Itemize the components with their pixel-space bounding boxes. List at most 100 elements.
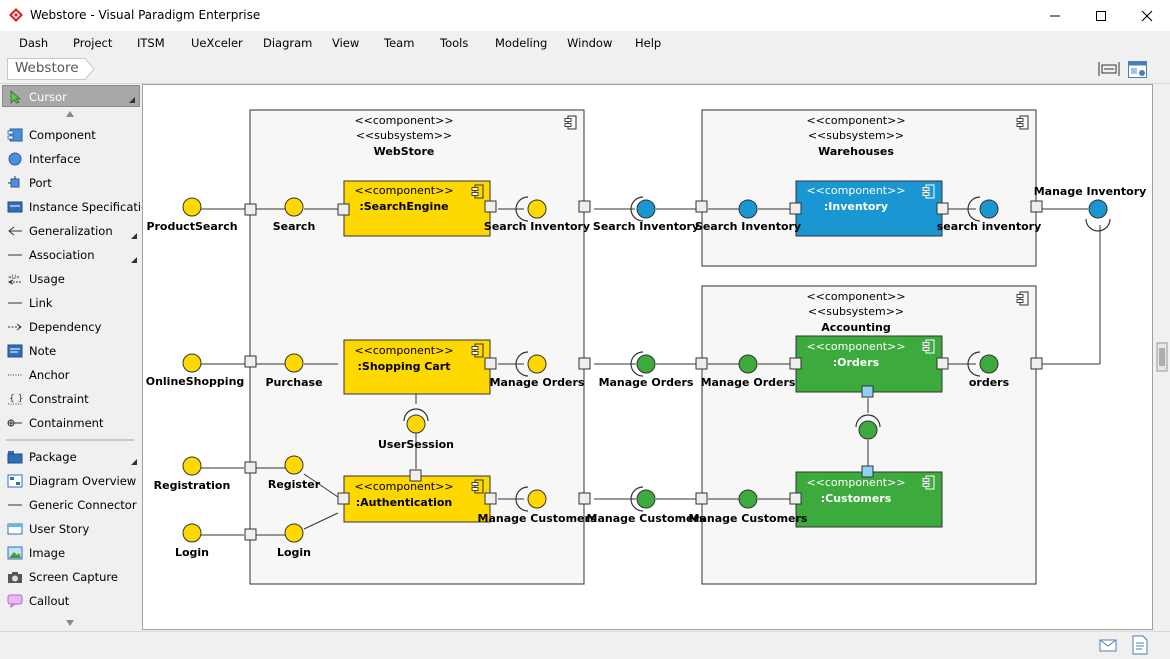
palette-image[interactable]: Image [0,542,141,564]
interface-ball-search[interactable] [284,197,304,217]
diagram-canvas[interactable]: <<component>> <<subsystem>> WebStore <<c… [142,84,1153,630]
menu-view[interactable]: View [332,36,360,50]
palette-instance-specification[interactable]: Instance Specification [0,196,155,218]
port[interactable] [861,385,874,398]
palette-screen-capture[interactable]: Screen Capture [0,566,141,588]
port[interactable] [695,492,708,505]
interface-ball-registration[interactable] [182,456,202,476]
component-inventory[interactable]: <<component>> :Inventory [795,180,943,237]
palette-note[interactable]: Note [0,340,141,362]
palette-diagram-overview[interactable]: Diagram Overview [0,470,141,492]
port[interactable] [578,357,591,370]
expand-triangle-icon[interactable] [129,97,135,103]
interface-ball-manage-inventory[interactable] [1088,199,1108,219]
port[interactable] [409,469,422,482]
interface-ball-search-inventory-outer[interactable] [636,199,656,219]
expand-triangle-icon[interactable] [131,257,137,263]
palette-generic-connector[interactable]: Generic Connector [0,494,141,516]
interface-ball-search-inventory[interactable] [527,199,547,219]
menu-dash[interactable]: Dash [19,36,49,50]
port[interactable] [244,355,257,368]
document-icon[interactable] [1132,635,1148,655]
port[interactable] [484,492,497,505]
interface-ball-manage-orders-accounting[interactable] [738,354,758,374]
palette-usage[interactable]: «U» Usage [0,268,141,290]
mail-icon[interactable] [1099,639,1117,653]
palette-callout[interactable]: Callout [0,590,141,612]
port[interactable] [936,202,949,215]
component-searchengine[interactable]: <<component>> :SearchEngine [343,180,491,237]
port[interactable] [337,492,350,505]
interface-ball-manage-customers-outer[interactable] [636,489,656,509]
port[interactable] [484,357,497,370]
palette-association[interactable]: Association [0,244,141,266]
port[interactable] [789,492,802,505]
palette-constraint[interactable]: { } Constraint [0,388,141,410]
interface-ball-manage-customers[interactable] [527,489,547,509]
scroll-up-icon[interactable] [65,110,75,118]
expand-triangle-icon[interactable] [131,459,137,465]
port[interactable] [578,200,591,213]
palette-package[interactable]: Package [0,446,141,468]
component-orders[interactable]: <<component>> :Orders [795,335,943,393]
interface-ball-manage-orders[interactable] [527,354,547,374]
menu-window[interactable]: Window [567,36,613,50]
palette-user-story[interactable]: User Story [0,518,141,540]
interface-ball-purchase[interactable] [284,353,304,373]
port[interactable] [695,200,708,213]
interface-ball-search-inventory-lower[interactable] [979,199,999,219]
component-customers[interactable]: <<component>> :Customers [795,471,943,528]
palette-anchor[interactable]: Anchor [0,364,141,386]
palette-containment[interactable]: Containment [0,412,141,434]
palette-component[interactable]: Component [0,124,141,146]
menu-project[interactable]: Project [73,36,113,50]
component-shopping-cart[interactable]: <<component>> :Shopping Cart [343,339,491,395]
palette-link[interactable]: Link [0,292,141,314]
interface-ball-login-inner[interactable] [284,523,304,543]
component-diagram[interactable]: <<component>> <<subsystem>> WebStore <<c… [143,85,1153,630]
palette-interface[interactable]: Interface [0,148,141,170]
palette-port[interactable]: Port [0,172,141,194]
palette-generalization[interactable]: Generalization [0,220,141,242]
menu-tools[interactable]: Tools [440,36,469,50]
palette-cursor[interactable]: Cursor [2,85,140,107]
interface-ball-manage-orders-outer[interactable] [636,354,656,374]
interface-ball-orders[interactable] [979,354,999,374]
expand-triangle-icon[interactable] [131,233,137,239]
interface-ball-usersession[interactable] [406,414,426,434]
interface-ball-search-inventory-warehouses[interactable] [738,199,758,219]
port[interactable] [244,461,257,474]
interface-ball-onlineshopping[interactable] [182,353,202,373]
interface-ball-productsearch[interactable] [182,197,202,217]
palette-dependency[interactable]: Dependency [0,316,141,338]
port[interactable] [789,357,802,370]
port[interactable] [484,200,497,213]
close-button[interactable] [1124,0,1170,31]
minimize-button[interactable] [1032,0,1078,31]
port[interactable] [1030,200,1043,213]
interface-ball-customers-orders[interactable] [858,420,878,440]
port[interactable] [861,465,874,478]
menu-uexceler[interactable]: UeXceler [191,36,243,50]
port[interactable] [789,202,802,215]
splitter-handle-icon[interactable] [1156,342,1168,372]
menu-help[interactable]: Help [635,36,662,50]
port[interactable] [1030,357,1043,370]
layers-button[interactable] [1127,58,1149,80]
port[interactable] [244,528,257,541]
component-authentication[interactable]: <<component>> :Authentication [343,475,491,523]
scroll-down-icon[interactable] [65,619,75,627]
port[interactable] [936,357,949,370]
port[interactable] [337,203,350,216]
port[interactable] [578,492,591,505]
maximize-button[interactable] [1078,0,1124,31]
menu-itsm[interactable]: ITSM [137,36,165,50]
interface-ball-login[interactable] [182,523,202,543]
menu-modeling[interactable]: Modeling [495,36,548,50]
menu-team[interactable]: Team [384,36,415,50]
port[interactable] [695,357,708,370]
interface-ball-manage-customers-accounting[interactable] [738,489,758,509]
fit-diagram-button[interactable] [1098,58,1120,80]
port[interactable] [244,203,257,216]
menu-diagram[interactable]: Diagram [263,36,313,50]
